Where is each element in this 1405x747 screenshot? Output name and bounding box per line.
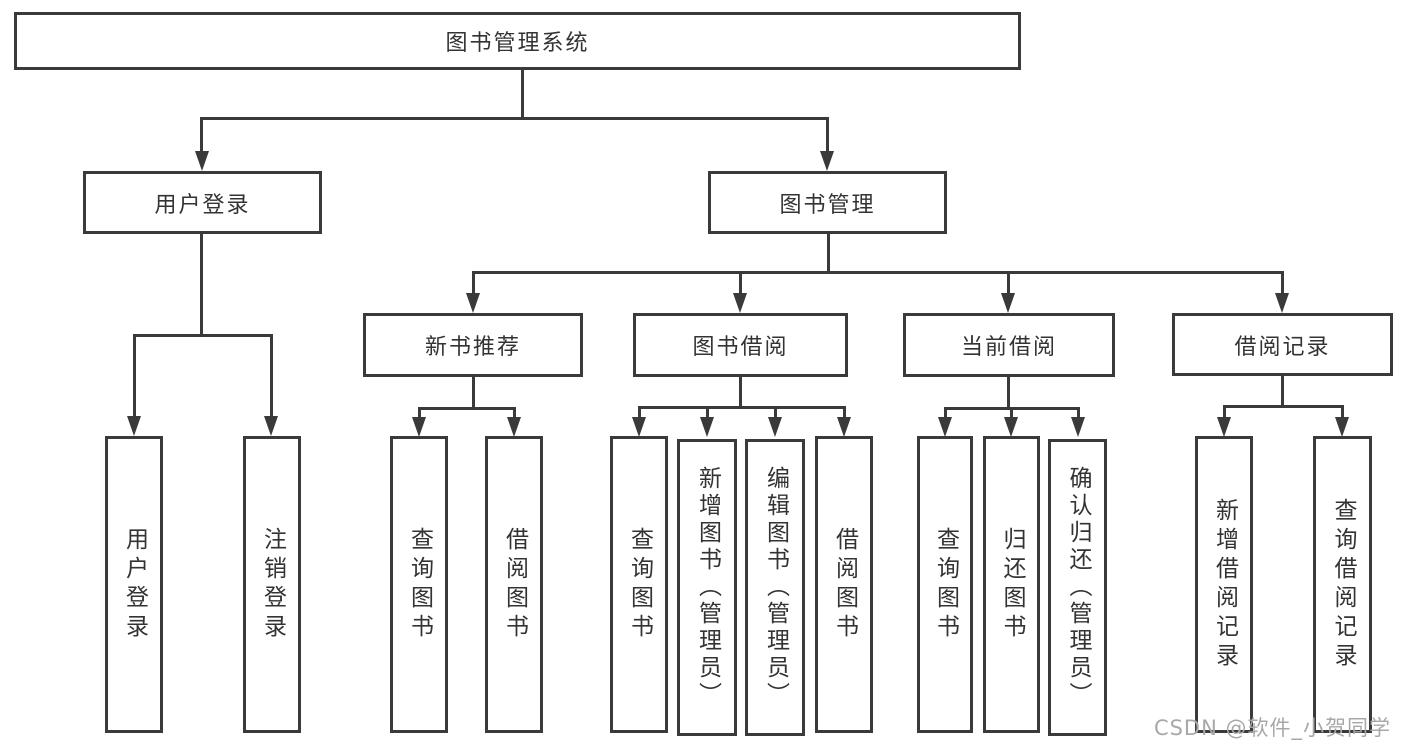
leaf-edit-books-admin: 编辑图书（管理员） (745, 439, 805, 736)
arrow-down-icon (733, 293, 747, 313)
arrow-down-icon (820, 151, 834, 171)
node-borrow-records: 借阅记录 (1172, 313, 1393, 376)
arrow-down-icon (195, 151, 209, 171)
connector-login-leaf-stem (133, 334, 136, 416)
arrow-down-icon (1071, 417, 1085, 437)
node-label: 图书管理系统 (445, 31, 590, 56)
connector-book-mgmt-stem (826, 117, 829, 151)
connector-new-book-rail (418, 407, 515, 410)
leaf-return-books: 归还图书 (983, 436, 1040, 733)
node-library-management-system: 图书管理系统 (14, 12, 1021, 70)
leaf-query-books: 查询图书 (917, 436, 973, 733)
leaf-add-borrow-record: 新增借阅记录 (1195, 436, 1253, 733)
leaf-user-login: 用户登录 (105, 436, 163, 733)
connector-leaf-stem (513, 407, 516, 418)
leaf-confirm-return-admin: 确认归还（管理员） (1048, 439, 1107, 736)
arrow-down-icon (264, 416, 278, 436)
node-book-management: 图书管理 (708, 171, 947, 234)
leaf-query-books: 查询图书 (390, 436, 448, 733)
leaf-query-books: 查询图书 (610, 436, 668, 733)
connector-leaf-stem (944, 407, 947, 418)
connector-borrow-record-stem (1281, 271, 1284, 294)
connector-leaf-stem (418, 407, 421, 418)
leaf-add-books-admin: 新增图书（管理员） (677, 439, 737, 736)
connector-user-login-stem (200, 117, 203, 151)
node-label: 新书推荐 (424, 335, 521, 360)
connector-level2-rail (200, 117, 828, 120)
connector-borrow-record-down (1281, 375, 1284, 408)
connector-book-borrow-down (739, 377, 742, 409)
connector-leaf-stem (1077, 407, 1080, 418)
arrow-down-icon (1335, 417, 1349, 437)
node-user-login: 用户登录 (83, 171, 322, 234)
node-label: 图书借阅 (692, 335, 789, 360)
arrow-down-icon (127, 416, 141, 436)
arrow-down-icon (938, 417, 952, 437)
arrow-down-icon (837, 417, 851, 437)
arrow-down-icon (632, 417, 646, 437)
connector-user-login-down (200, 234, 203, 337)
connector-leaf-stem (706, 406, 709, 418)
connector-book-borrow-rail (638, 406, 846, 409)
connector-level3-rail (472, 271, 1283, 274)
arrow-down-icon (700, 417, 714, 437)
connector-leaf-stem (1223, 405, 1226, 418)
connector-current-borrow-down (1007, 377, 1010, 410)
node-label: 用户登录 (154, 192, 251, 218)
arrow-down-icon (1217, 417, 1231, 437)
connector-book-borrow-stem (739, 271, 742, 294)
node-current-borrowing: 当前借阅 (903, 313, 1115, 377)
arrow-down-icon (412, 417, 426, 437)
arrow-down-icon (466, 293, 480, 313)
connector-leaf-stem (1010, 407, 1013, 418)
arrow-down-icon (1275, 293, 1289, 313)
connector-user-login-rail (133, 334, 272, 337)
node-label: 图书管理 (779, 192, 876, 218)
connector-current-borrow-stem (1007, 271, 1010, 294)
leaf-borrow-books: 借阅图书 (485, 436, 543, 733)
connector-new-book-down (472, 377, 475, 410)
arrow-down-icon (1004, 417, 1018, 437)
connector-leaf-stem (774, 406, 777, 418)
leaf-logout: 注销登录 (243, 436, 301, 733)
arrow-down-icon (1001, 293, 1015, 313)
connector-logout-leaf-stem (270, 334, 273, 416)
node-new-book-recommend: 新书推荐 (363, 313, 583, 377)
leaf-borrow-books: 借阅图书 (815, 436, 873, 733)
node-label: 当前借阅 (960, 335, 1057, 360)
connector-borrow-record-rail (1223, 405, 1344, 408)
csdn-watermark: CSDN @软件_小贺同学 (1153, 716, 1391, 740)
leaf-query-borrow-record: 查询借阅记录 (1313, 436, 1372, 733)
arrow-down-icon (768, 417, 782, 437)
arrow-down-icon (507, 417, 521, 437)
node-label: 借阅记录 (1234, 334, 1331, 360)
connector-root-stub (521, 70, 524, 118)
connector-book-mgmt-down (827, 234, 830, 274)
connector-new-book-stem (472, 271, 475, 294)
connector-leaf-stem (638, 406, 641, 418)
connector-leaf-stem (1341, 405, 1344, 418)
connector-leaf-stem (843, 406, 846, 418)
node-book-borrowing: 图书借阅 (633, 313, 848, 377)
